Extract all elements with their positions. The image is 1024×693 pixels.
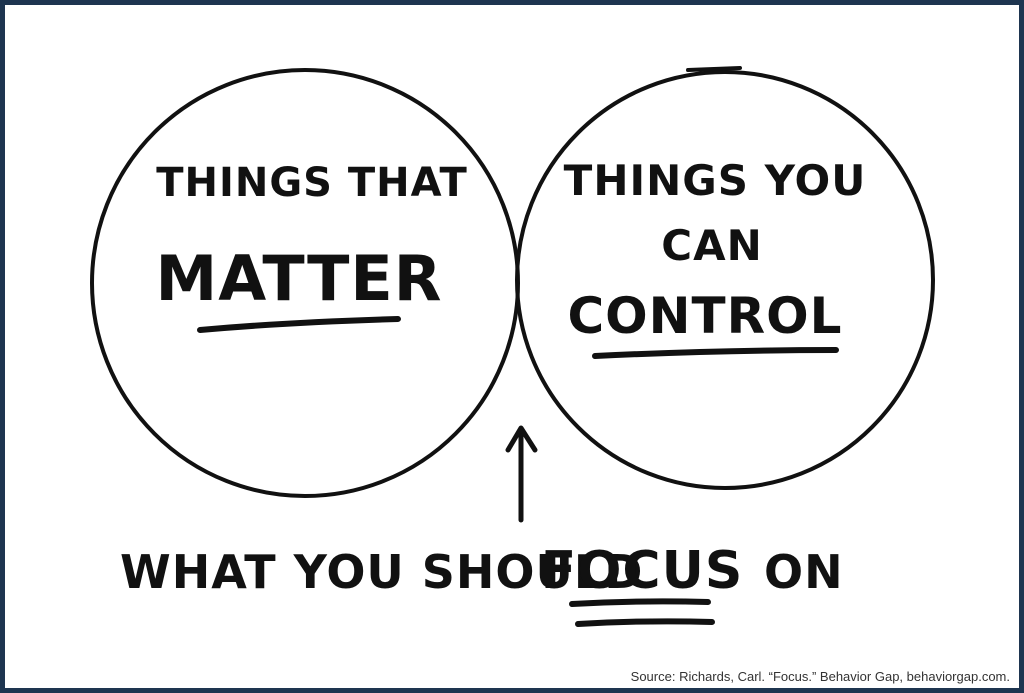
- arrow-up-icon: [505, 425, 538, 523]
- matter-underline: [197, 316, 401, 333]
- right-circle: [515, 70, 935, 490]
- top-accent-stroke: [686, 66, 742, 72]
- right-circle-line1: THINGS YOU: [564, 156, 867, 205]
- focus-underline-1: [569, 598, 711, 607]
- intersection-region: [517, 72, 518, 488]
- focus-underline-2: [575, 618, 715, 627]
- control-underline: [592, 347, 839, 359]
- left-circle-line2: MATTER: [156, 242, 443, 315]
- bottom-label-part3: ON: [764, 545, 844, 599]
- right-circle-line2: CAN: [661, 221, 762, 270]
- right-circle-line3: CONTROL: [567, 287, 842, 345]
- bottom-label-part1: WHAT YOU SHOULD: [120, 545, 643, 599]
- bottom-label-focus: FOCUS: [541, 541, 744, 601]
- source-citation: Source: Richards, Carl. “Focus.” Behavio…: [630, 669, 1010, 684]
- left-circle-line1: THINGS THAT: [156, 160, 468, 206]
